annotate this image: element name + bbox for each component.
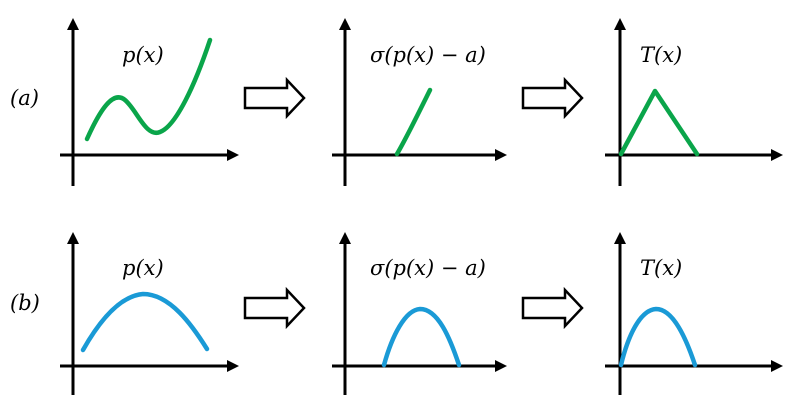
curve-narrow-hump bbox=[381, 306, 462, 368]
panel-title: p(x) bbox=[122, 256, 164, 280]
flow-arrow-icon bbox=[243, 286, 306, 330]
x-axis-arrow-icon bbox=[495, 149, 507, 161]
panel-title: p(x) bbox=[122, 43, 164, 67]
row-a: p(x) σ(p(x) − a) T(x) bbox=[60, 18, 783, 186]
y-axis-arrow-icon bbox=[614, 232, 626, 244]
x-axis-arrow-icon bbox=[227, 360, 239, 372]
curve-rising-ramp bbox=[394, 87, 433, 157]
y-axis-arrow-icon bbox=[614, 18, 626, 30]
flow-arrow-icon bbox=[521, 286, 584, 330]
y-axis-arrow-icon bbox=[67, 18, 79, 30]
y-axis-arrow-icon bbox=[339, 232, 351, 244]
x-axis-arrow-icon bbox=[227, 149, 239, 161]
row-b-panel-3: T(x) bbox=[605, 232, 783, 395]
panel-title: σ(p(x) − a) bbox=[370, 256, 486, 280]
row-b-panel-1: p(x) bbox=[60, 232, 239, 395]
x-axis-arrow-icon bbox=[495, 360, 507, 372]
row-b: p(x) σ(p(x) − a) T(x) bbox=[60, 232, 783, 395]
curve-broad-hump bbox=[80, 291, 210, 353]
curve-narrow-hump-origin bbox=[618, 306, 698, 368]
x-axis-arrow-icon bbox=[771, 149, 783, 161]
x-axis-arrow-icon bbox=[771, 360, 783, 372]
row-b-panel-2: σ(p(x) − a) bbox=[332, 232, 507, 395]
row-a-panel-1: p(x) bbox=[60, 18, 239, 186]
panel-title: T(x) bbox=[640, 256, 682, 280]
row-a-panel-3: T(x) bbox=[605, 18, 783, 186]
curve-cubic-wiggle bbox=[84, 37, 213, 142]
panel-title: σ(p(x) − a) bbox=[370, 43, 486, 67]
y-axis-arrow-icon bbox=[339, 18, 351, 30]
curve-triangle-peak bbox=[618, 88, 700, 157]
row-a-panel-2: σ(p(x) − a) bbox=[332, 18, 507, 186]
row-a-label: (a) bbox=[10, 86, 39, 110]
flow-arrow-icon bbox=[243, 76, 306, 120]
row-b-label: (b) bbox=[10, 291, 40, 315]
flow-arrow-icon bbox=[521, 76, 584, 120]
panel-title: T(x) bbox=[640, 43, 682, 67]
y-axis-arrow-icon bbox=[67, 232, 79, 244]
